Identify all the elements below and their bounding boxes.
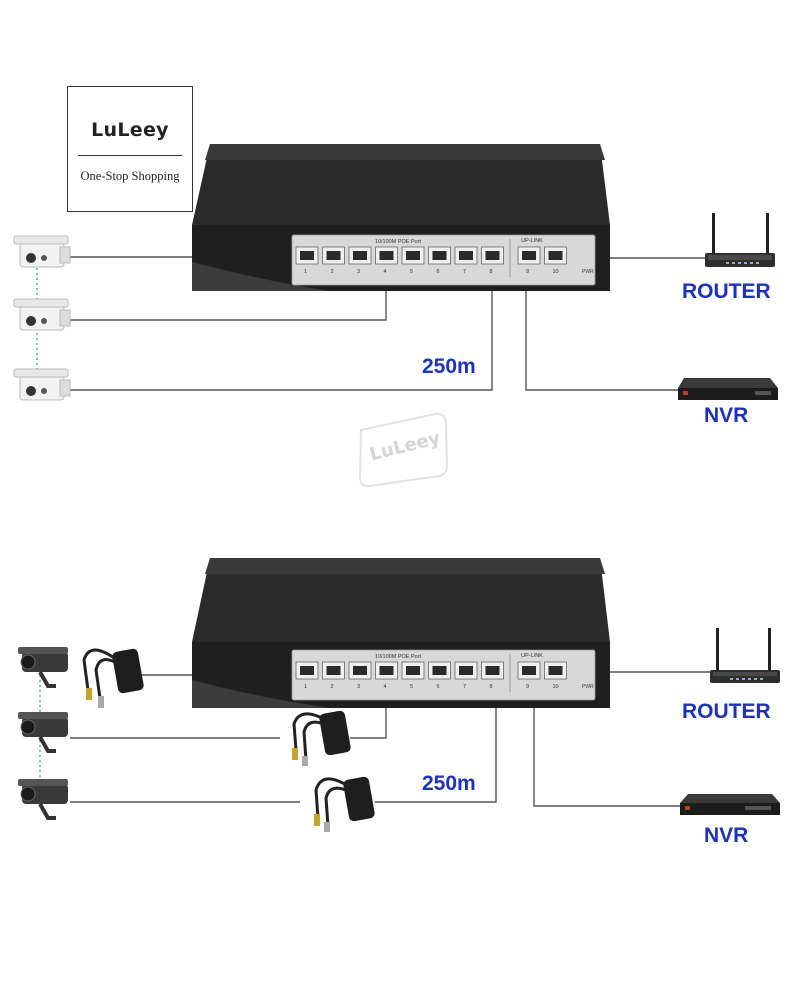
distance-label-bottom: 250m [422, 772, 476, 795]
router-leds [726, 262, 759, 264]
switch-port-number: 4 [384, 684, 387, 690]
router-top [705, 213, 775, 267]
switch-port-number: 8 [490, 684, 493, 690]
switch-uplink-label: UP-LINK [521, 653, 543, 659]
poe-splitter-2 [292, 710, 351, 766]
switch-port-number: 7 [463, 684, 466, 690]
switch-port-socket [522, 251, 536, 260]
switch-port-socket [485, 666, 500, 675]
poe-splitter-1 [82, 648, 144, 708]
cable-nvr [525, 272, 678, 391]
switch-port-socket [353, 251, 367, 260]
router-leds [730, 678, 763, 680]
nvr-bottom [680, 794, 780, 815]
switch-port-number: 6 [437, 684, 440, 690]
switch-port-number: 3 [357, 269, 360, 275]
router-label-top: ROUTER [682, 280, 771, 303]
camera-top-3 [13, 368, 71, 401]
switch-port-socket [300, 251, 314, 260]
camera-top-2 [13, 298, 71, 331]
switch-port-socket [326, 251, 341, 260]
switch-port-number: 9 [526, 684, 529, 690]
router-label-bottom: ROUTER [682, 700, 771, 723]
nvr-label-top: NVR [704, 404, 749, 427]
camera-bottom-2 [18, 712, 68, 753]
switch-port-socket [379, 666, 394, 675]
switch-port-socket [432, 251, 447, 260]
switch-port-socket [353, 666, 367, 675]
brand-tagline: One-Stop Shopping [80, 169, 180, 183]
switch-port-socket [379, 251, 394, 260]
switch-port-number: 2 [331, 684, 334, 690]
switch-port-socket [459, 251, 473, 260]
camera-top-1 [13, 235, 71, 268]
switch-port-number: 10 [553, 684, 559, 690]
switch-port-number: 1 [304, 684, 307, 690]
switch-port-number: 4 [384, 269, 387, 275]
nvr-top [678, 378, 778, 400]
switch-port-socket [406, 251, 420, 260]
brand-name: LuLeey [91, 119, 169, 141]
switch-port-socket [406, 666, 420, 675]
switch-port-socket [432, 666, 447, 675]
switch-port-number: 7 [463, 269, 466, 275]
switch-port-number: 10 [553, 269, 559, 275]
diagram-top: 1 2 3 4 5 6 7 8 9 10 PWR 10/100M POE Port UP-LINK [13, 144, 778, 401]
switch-ports-top: 1 2 3 4 5 6 7 8 9 10 PWR [295, 239, 594, 277]
switch-port-socket [485, 251, 500, 260]
switch-power-label: PWR [582, 684, 594, 690]
cable-camera-3 [70, 272, 493, 391]
switch-port-socket [522, 666, 536, 675]
camera-bottom-3 [18, 779, 68, 820]
switch-port-number: 6 [437, 269, 440, 275]
switch-power-label: PWR [582, 269, 594, 275]
switch-ports-bottom: 1 2 3 4 5 6 7 8 9 10 PWR [295, 654, 594, 692]
switch-port-socket [548, 666, 563, 675]
switch-port-number: 5 [410, 684, 413, 690]
cable-nvr [533, 692, 680, 807]
switch-port-number: 1 [304, 269, 307, 275]
switch-port-number: 8 [490, 269, 493, 275]
distance-label-top: 250m [422, 355, 476, 378]
cable-camera-3 [375, 692, 497, 803]
switch-port-label: 10/100M POE Port [375, 654, 422, 660]
switch-port-number: 9 [526, 269, 529, 275]
switch-port-label: 10/100M POE Port [375, 239, 422, 245]
poe-switch-bottom [192, 558, 610, 708]
brand-logo-box: LuLeey One-Stop Shopping [67, 86, 193, 212]
switch-port-socket [326, 666, 341, 675]
poe-splitter-3 [314, 776, 375, 832]
switch-port-number: 5 [410, 269, 413, 275]
camera-bottom-1 [18, 647, 68, 688]
switch-port-socket [300, 666, 314, 675]
switch-uplink-label: UP-LINK [521, 238, 543, 244]
switch-port-socket [459, 666, 473, 675]
router-bottom [710, 628, 780, 683]
watermark: LuLeey [355, 408, 451, 488]
switch-port-number: 3 [357, 684, 360, 690]
switch-port-number: 2 [331, 269, 334, 275]
switch-port-socket [548, 251, 563, 260]
cables-bottom [70, 671, 710, 807]
brand-divider [78, 155, 182, 156]
nvr-label-bottom: NVR [704, 824, 749, 847]
